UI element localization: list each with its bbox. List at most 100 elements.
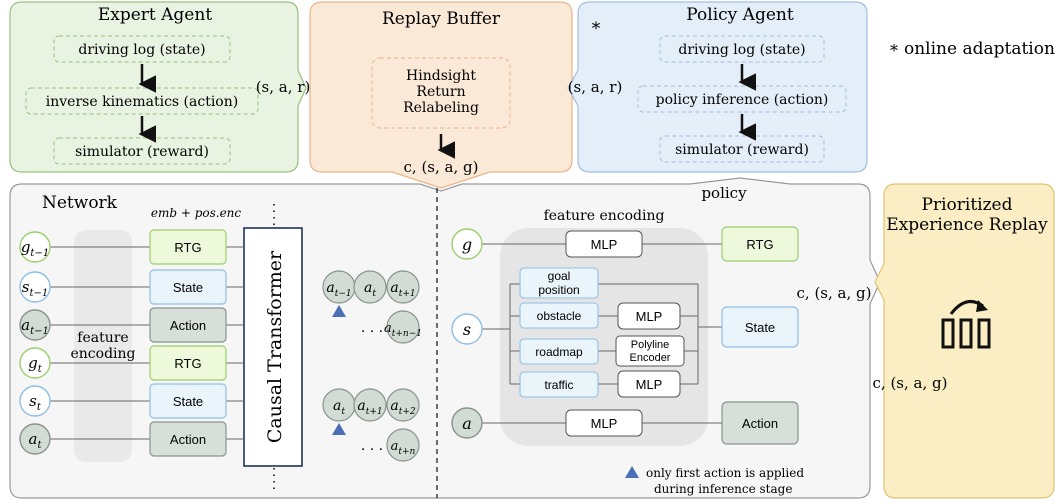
- footnote-line2: during inference stage: [654, 482, 792, 496]
- expert-step-driving-log-box: [53, 35, 231, 63]
- g-mlp-box: [565, 230, 643, 258]
- a-mlp-label: MLP: [591, 416, 618, 431]
- output-action-node-tail: [386, 428, 420, 462]
- token-rtg-box: [149, 345, 227, 381]
- input-symbol-a: at: [29, 430, 43, 451]
- policy-step-driving-log-box: [659, 35, 825, 63]
- goal-position-box: [519, 267, 599, 299]
- network-output-label: c, (s, a, g): [797, 284, 872, 302]
- token-state-box: [149, 269, 227, 305]
- position-line: position: [538, 283, 579, 297]
- policy-step-driving-log: driving log (state): [678, 42, 805, 58]
- output-action-node-tail: [386, 310, 420, 344]
- per-output-label: c, (s, a, g): [873, 374, 948, 392]
- input-symbol-g: gt−1: [21, 238, 49, 259]
- state-output-box: [721, 306, 799, 348]
- expert-agent-panel: Expert Agent driving log (state) inverse…: [9, 1, 307, 173]
- ellipsis: . . .: [361, 320, 383, 336]
- action-output-box: [721, 401, 799, 445]
- replay-buffer-shape: [309, 1, 573, 189]
- expert-agent-title: Expert Agent: [98, 5, 212, 25]
- token-state-label: State: [173, 280, 203, 295]
- output-action-symbol-tail: at+n: [391, 439, 416, 457]
- network-title: Network: [42, 193, 118, 213]
- traffic-box: [519, 371, 599, 398]
- causal-transformer-box: [243, 227, 303, 467]
- policy-step-simulator: simulator (reward): [675, 142, 809, 158]
- per-shape: [874, 183, 1055, 499]
- first-action-triangle: [332, 305, 346, 317]
- feature-encoding-column: [74, 230, 132, 462]
- feature-encoding-line1: feature: [77, 330, 128, 346]
- encoder-line: Encoder: [630, 352, 671, 364]
- hindsight-line: Hindsight: [406, 68, 476, 84]
- hindsight-return-relabeling-box: [371, 57, 511, 129]
- rtg-output-label: RTG: [746, 237, 773, 252]
- action-output-label: Action: [742, 416, 778, 431]
- g-input-symbol: g: [462, 235, 472, 254]
- policy-agent-star: *: [592, 19, 601, 39]
- relabeling-line: Relabeling: [403, 100, 479, 116]
- output-action-node: [353, 270, 387, 304]
- a-input-symbol: a: [462, 414, 472, 433]
- feature-encoding-title: feature encoding: [544, 208, 665, 224]
- causal-transformer-label: Causal Transformer: [264, 250, 286, 443]
- expert-output-label: (s, a, r): [256, 78, 311, 96]
- token-state-label: State: [173, 394, 203, 409]
- expert-step-simulator: simulator (reward): [75, 144, 209, 160]
- traffic-mlp-label: MLP: [636, 377, 663, 392]
- expert-agent-shape: [9, 1, 307, 173]
- input-symbol-s: st: [29, 392, 42, 413]
- input-symbol-a: at−1: [21, 316, 49, 337]
- token-rtg-label: RTG: [174, 240, 201, 255]
- output-action-symbol: at+1: [357, 398, 382, 417]
- policy-agent-panel: Policy Agent * driving log (state) polic…: [567, 1, 868, 173]
- policy-agent-title: Policy Agent: [686, 5, 794, 25]
- g-mlp-label: MLP: [591, 237, 618, 252]
- output-action-symbol: at: [333, 398, 345, 417]
- policy-label: policy: [701, 184, 747, 202]
- token-state-box: [149, 383, 227, 419]
- replay-output-label: c, (s, a, g): [404, 158, 479, 176]
- token-action-label: Action: [170, 432, 206, 447]
- obstacle-mlp-label: MLP: [636, 309, 663, 324]
- roadmap-label: roadmap: [535, 345, 583, 359]
- input-node-a: [19, 423, 51, 455]
- input-node-s: [19, 271, 51, 303]
- input-node-g: [19, 231, 51, 263]
- a-mlp-box: [565, 409, 643, 437]
- input-symbol-s: st−1: [22, 278, 48, 299]
- s-input-symbol: s: [463, 320, 471, 339]
- token-action-label: Action: [170, 318, 206, 333]
- state-output-label: State: [745, 320, 775, 335]
- policy-step-inference: policy inference (action): [656, 92, 829, 108]
- policy-agent-shape: [567, 1, 868, 173]
- token-action-box: [149, 307, 227, 343]
- legend-online-adaptation: online adaptation: [904, 39, 1055, 59]
- polyline-line: Polyline: [631, 339, 670, 351]
- per-title-line2: Experience Replay: [886, 215, 1048, 235]
- obstacle-label: obstacle: [537, 309, 582, 323]
- expert-step-inverse-kinematics: inverse kinematics (action): [46, 94, 238, 110]
- expert-step-driving-log: driving log (state): [78, 42, 205, 58]
- g-input-node: [451, 228, 483, 260]
- first-action-triangle: [332, 423, 346, 435]
- polyline-encoder-box: [615, 335, 685, 367]
- output-action-symbol: at+2: [390, 398, 416, 417]
- legend-star: *: [890, 41, 898, 60]
- traffic-label: traffic: [544, 378, 573, 392]
- per-panel: Prioritized Experience Replay c, (s, a, …: [873, 183, 1055, 499]
- output-action-symbol: at: [364, 280, 376, 299]
- policy-output-label: (s, a, r): [568, 78, 623, 96]
- a-input-node: [451, 407, 483, 439]
- token-rtg-box: [149, 229, 227, 265]
- per-title-line1: Prioritized: [922, 195, 1013, 215]
- expert-step-inverse-kinematics-box: [25, 87, 259, 115]
- input-node-a: [19, 309, 51, 341]
- emb-pos-enc-label: emb + pos.enc: [151, 206, 242, 220]
- output-action-symbol: at+1: [390, 280, 415, 299]
- input-node-g: [19, 347, 51, 379]
- prioritize-bars-icon: [941, 300, 991, 349]
